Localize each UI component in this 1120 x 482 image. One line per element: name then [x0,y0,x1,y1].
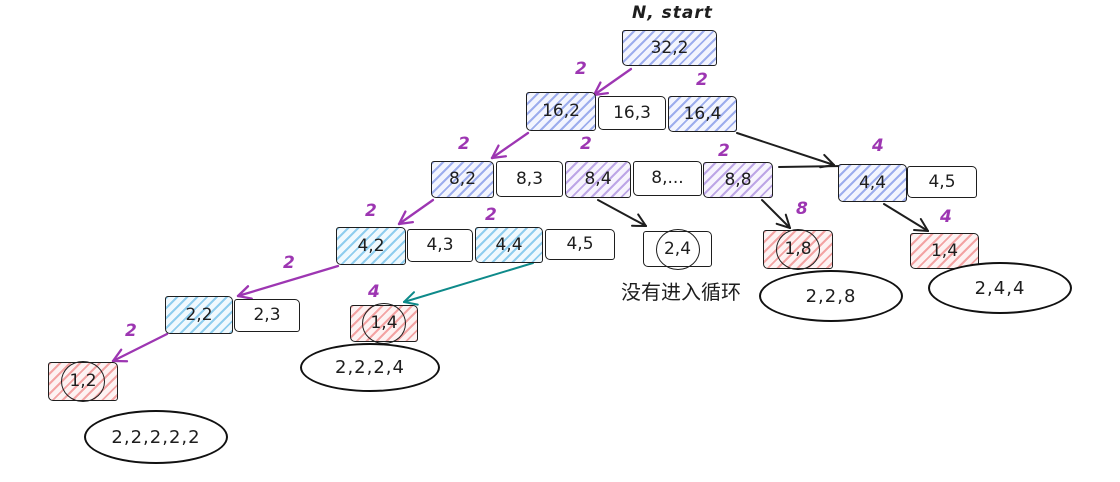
stroke-line[interactable] [778,165,844,168]
highlight-circle: 1,8 [776,229,820,270]
result-label: 2,2,2,2,2 [111,426,201,448]
node-32-2[interactable]: 32,2 [622,30,717,66]
node-label: 4,5 [928,171,956,192]
node-label: 4,2 [357,235,385,256]
node-label: 4,3 [426,235,454,255]
divisor-label[interactable]: 2 [580,134,592,154]
node-label: 2,2 [185,304,213,325]
node-label: 8,2 [448,169,477,189]
divisor-label[interactable]: 2 [575,59,587,79]
node-4-2[interactable]: 4,2 [336,227,406,265]
result-label: 2,2,8 [805,285,857,307]
divisor-label[interactable]: 2 [718,141,730,161]
divisor-label[interactable]: 4 [368,282,380,302]
node-label: 16,3 [613,102,651,123]
divisor-label[interactable]: 2 [696,70,708,90]
node-label: 2,3 [253,305,281,325]
result-label: 2,2,2,4 [335,357,405,378]
node-8-8[interactable]: 8,8 [703,162,773,198]
divisor-label[interactable]: 2 [365,201,377,221]
ink-arrow[interactable] [761,199,791,229]
node-2-3[interactable]: 2,3 [234,299,300,332]
no-loop-note[interactable]: 没有进入循环 [621,280,741,304]
divisor-label[interactable]: 8 [796,199,808,219]
node-label: 4,5 [566,234,594,254]
teal-arrow[interactable] [403,262,534,306]
ink-arrow[interactable] [883,203,929,232]
node-1-4[interactable]: 1,4 [350,303,418,344]
divisor-label[interactable]: 2 [458,134,470,154]
node-label: 2,4 [663,238,692,259]
highlight-circle: 2,4 [655,228,700,270]
node-4-5[interactable]: 4,5 [907,166,977,198]
purple-arrow[interactable] [490,131,530,160]
node-label: 1,4 [370,313,398,333]
node-16-4[interactable]: 16,4 [668,96,737,132]
highlight-circle: 1,4 [362,303,406,344]
node-8[interactable]: 8,... [633,161,702,196]
divisor-label[interactable]: 2 [125,321,137,341]
result-ellipse[interactable]: 2,4,4 [928,262,1072,314]
result-ellipse[interactable]: 2,2,2,4 [300,343,440,392]
node-4-3[interactable]: 4,3 [407,229,473,262]
node-1-8[interactable]: 1,8 [763,229,833,270]
node-label: 8,4 [584,169,612,189]
divisor-label[interactable]: 4 [940,207,952,227]
start-annotation[interactable]: N, start [632,3,713,23]
node-label: 8,8 [724,169,752,190]
divisor-label[interactable]: 4 [872,136,884,156]
node-label: 1,8 [784,239,812,259]
purple-arrow[interactable] [397,198,435,226]
node-label: 1,2 [69,371,97,391]
node-4-5[interactable]: 4,5 [545,229,615,260]
node-4-4[interactable]: 4,4 [838,164,907,202]
purple-arrow[interactable] [592,67,633,97]
node-label: 4,4 [495,234,523,255]
node-label: 4,4 [858,172,887,193]
node-label: 8,3 [515,168,544,189]
node-1-4[interactable]: 1,4 [910,233,979,269]
node-label: 32,2 [650,37,689,58]
node-label: 16,4 [683,103,722,124]
ink-arrow[interactable] [597,199,647,227]
node-label: 1,4 [930,240,959,261]
node-8-2[interactable]: 8,2 [431,161,494,198]
divisor-label[interactable]: 2 [485,205,497,225]
node-4-4[interactable]: 4,4 [475,227,543,263]
node-8-3[interactable]: 8,3 [496,161,563,197]
result-ellipse[interactable]: 2,2,2,2,2 [84,410,228,464]
node-2-4[interactable]: 2,4 [643,228,712,270]
node-16-2[interactable]: 16,2 [526,92,596,131]
highlight-circle: 1,2 [61,361,105,402]
node-2-2[interactable]: 2,2 [165,296,233,334]
node-8-4[interactable]: 8,4 [565,161,631,198]
node-16-3[interactable]: 16,3 [598,96,666,130]
node-1-2[interactable]: 1,2 [48,361,118,402]
result-ellipse[interactable]: 2,2,8 [759,270,903,322]
result-label: 2,4,4 [974,277,1026,299]
purple-arrow[interactable] [111,332,169,363]
node-label: 8,... [651,168,684,188]
divisor-label[interactable]: 2 [283,253,295,273]
purple-arrow[interactable] [236,264,340,300]
node-label: 16,2 [542,101,580,121]
